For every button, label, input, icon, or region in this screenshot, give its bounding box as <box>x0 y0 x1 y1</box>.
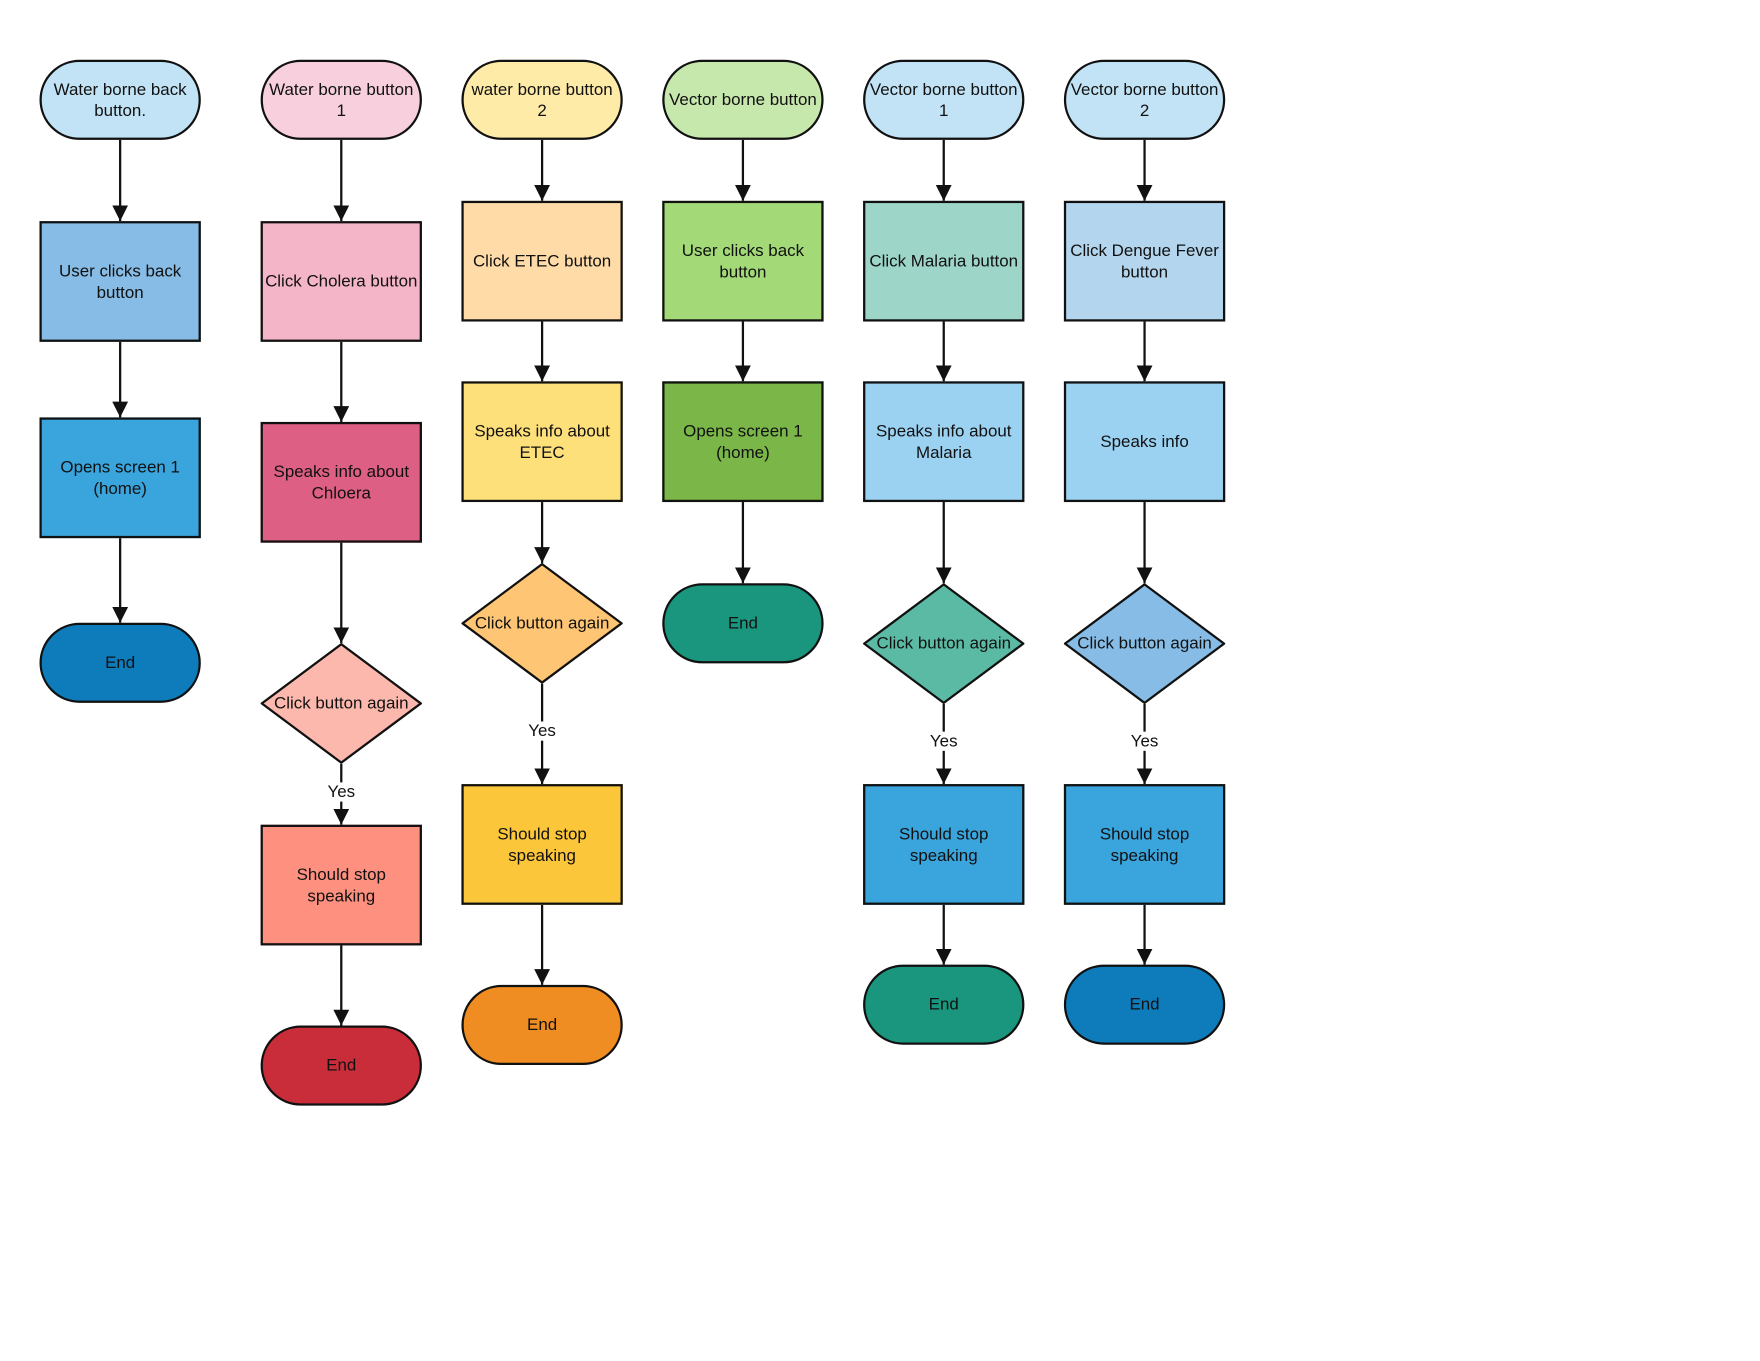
process-node: User clicks back button <box>39 221 201 342</box>
node-label: User clicks back button <box>681 240 805 282</box>
edge-label-yes: Yes <box>526 721 559 741</box>
node-label: End <box>727 613 758 633</box>
node-label: Vector borne button <box>669 90 817 110</box>
edge-label-yes: Yes <box>325 782 358 802</box>
process-node: Click Malaria button <box>863 200 1025 322</box>
node-label: End <box>105 653 136 673</box>
decision-node: Click button again <box>1063 583 1226 704</box>
node-label: Should stop speaking <box>1099 824 1190 865</box>
end-terminal: End <box>39 622 201 703</box>
diamond-shape <box>863 583 1025 704</box>
node-label: Should stop speaking <box>899 824 989 865</box>
process-node: Speaks info about Malaria <box>863 381 1025 503</box>
end-terminal: End <box>863 964 1025 1045</box>
node-label: Water borne back button. <box>53 79 187 121</box>
start-terminal: Vector borne button 2 <box>1063 59 1226 140</box>
decision-node: Click button again <box>863 583 1025 704</box>
process-node: User clicks back button <box>662 200 824 322</box>
node-label: End <box>326 1055 357 1076</box>
end-terminal: End <box>1063 964 1226 1045</box>
start-terminal: Vector borne button 1 <box>863 59 1025 140</box>
process-node: Opens screen 1 (home) <box>662 381 824 503</box>
process-node: Should stop speaking <box>863 784 1025 905</box>
process-node: Click Cholera button <box>260 221 422 342</box>
process-node: Should stop speaking <box>1063 784 1226 905</box>
start-terminal: water borne button 2 <box>461 59 623 140</box>
process-node: Click Dengue Fever button <box>1063 200 1226 322</box>
process-node: Opens screen 1 (home) <box>39 417 201 539</box>
process-node: Should stop speaking <box>461 784 623 905</box>
process-node: Speaks info about Chloera <box>260 421 422 543</box>
node-label: water borne button 2 <box>471 79 613 121</box>
node-label: End <box>928 995 959 1015</box>
node-label: Click Dengue Fever button <box>1070 240 1219 282</box>
node-label: Speaks info <box>1100 432 1189 452</box>
process-node: Click ETEC button <box>461 200 623 322</box>
start-terminal: Water borne button 1 <box>260 59 422 140</box>
edge-label-yes: Yes <box>1128 731 1161 751</box>
node-label: Click Malaria button <box>869 251 1019 271</box>
start-terminal: Water borne back button. <box>39 59 201 140</box>
node-label: User clicks back button <box>59 261 182 302</box>
node-label: Opens screen 1 (home) <box>60 457 180 499</box>
node-label: Speaks info about Malaria <box>875 421 1012 462</box>
node-label: Should stop speaking <box>497 824 587 865</box>
end-terminal: End <box>662 583 824 664</box>
edge-label-yes: Yes <box>927 731 960 751</box>
node-label: Water borne button 1 <box>269 79 414 121</box>
end-terminal: End <box>461 984 623 1066</box>
node-label: End <box>1129 995 1160 1015</box>
decision-node: Click button again <box>461 562 623 684</box>
node-label: Click button again <box>1077 634 1212 654</box>
node-label: Vector borne button 1 <box>869 79 1018 121</box>
node-label: Click button again <box>274 693 409 714</box>
process-node: Speaks info about ETEC <box>461 381 623 503</box>
node-label: End <box>527 1015 558 1035</box>
node-label: Click button again <box>876 634 1012 654</box>
diamond-shape <box>461 562 623 684</box>
node-label: Opens screen 1 (home) <box>683 421 803 462</box>
end-terminal: End <box>260 1025 422 1106</box>
node-label: Should stop speaking <box>296 864 386 906</box>
node-label: Click Cholera button <box>265 271 418 292</box>
node-label: Click button again <box>474 613 610 633</box>
start-terminal: Vector borne button <box>662 59 824 140</box>
node-label: Vector borne button 2 <box>1070 79 1219 121</box>
node-label: Speaks info about ETEC <box>474 421 610 462</box>
diamond-shape <box>260 643 422 764</box>
node-label: Click ETEC button <box>472 251 612 271</box>
decision-node: Click button again <box>260 643 422 764</box>
process-node: Should stop speaking <box>260 824 422 946</box>
diamond-shape <box>1063 583 1226 704</box>
node-label: Speaks info about Chloera <box>273 461 410 503</box>
process-node: Speaks info <box>1063 381 1226 503</box>
